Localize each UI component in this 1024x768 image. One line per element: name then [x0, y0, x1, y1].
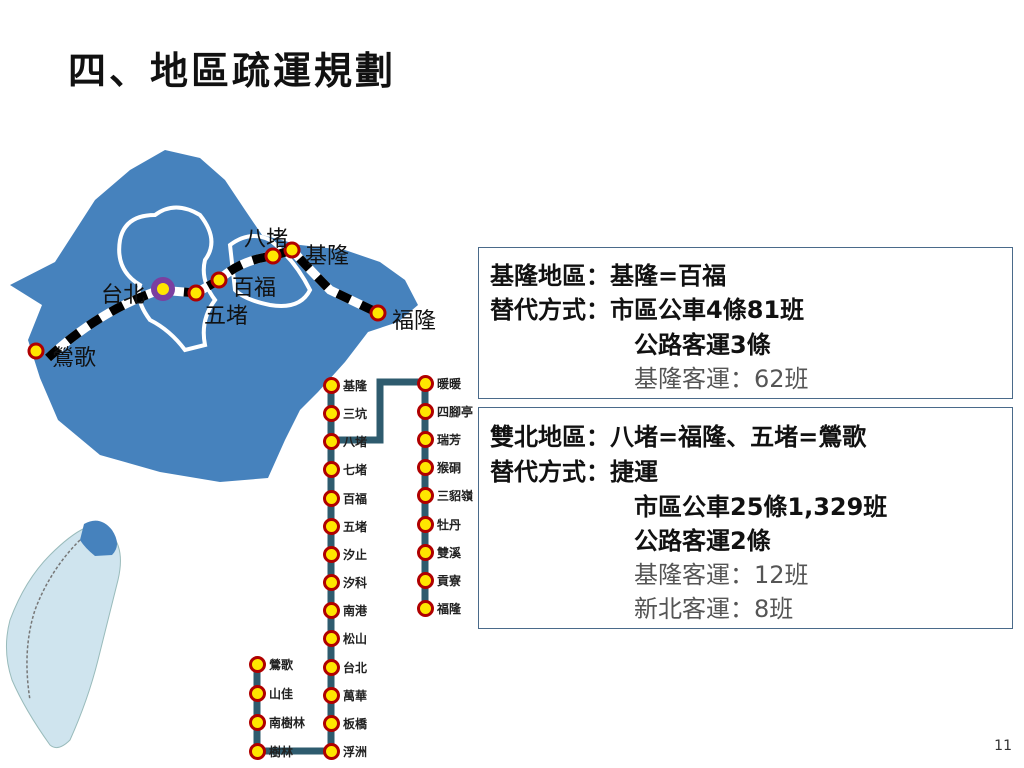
station-label: 南樹林	[269, 716, 306, 730]
station-dot	[417, 599, 434, 617]
station-dot	[323, 630, 340, 648]
station-label: 山佳	[269, 687, 294, 701]
station-badu	[264, 247, 282, 265]
station-dot	[323, 574, 340, 592]
station-label: 八堵	[343, 435, 368, 450]
station-dot	[323, 714, 340, 732]
station-dot	[249, 714, 266, 731]
station-label: 百福	[343, 491, 368, 506]
station-label: 五堵	[343, 519, 368, 534]
station-dot	[323, 686, 340, 704]
keelung-info-box: 基隆地區：基隆=百福 替代方式：市區公車4條81班 公路客運3條 基隆客運：62…	[478, 247, 1013, 399]
station-dot	[323, 545, 340, 563]
map-label-keelung: 基隆	[305, 244, 350, 269]
box2-line3: 市區公車25條1,329班	[634, 493, 888, 521]
station-label: 南港	[343, 604, 368, 619]
station-dot	[417, 487, 434, 505]
station-dot	[323, 658, 340, 676]
station-label: 汐止	[343, 547, 368, 562]
station-label: 樹林	[269, 745, 294, 759]
station-dot	[323, 461, 340, 479]
station-yingge	[27, 342, 45, 360]
station-label: 三坑	[343, 407, 368, 422]
station-dot	[417, 515, 434, 533]
box1-line1: 基隆地區：基隆=百福	[490, 262, 727, 290]
station-dot	[323, 742, 340, 760]
keelung-boundary	[227, 234, 313, 308]
box2-line1: 雙北地區：八堵=福隆、五堵=鶯歌	[490, 423, 867, 451]
station-dot	[323, 405, 340, 423]
station-label: 萬華	[343, 688, 368, 703]
station-label: 七堵	[343, 463, 368, 478]
page-title: 四、地區疏運規劃	[68, 49, 397, 93]
box2-line5: 基隆客運：12班	[634, 561, 809, 589]
station-dot	[417, 431, 434, 449]
station-wudu	[187, 284, 205, 302]
box2-line4: 公路客運2條	[634, 527, 771, 555]
station-dot	[323, 433, 340, 451]
map-label-fulong: 福隆	[392, 309, 437, 334]
station-label: 猴硐	[437, 461, 462, 476]
station-dot	[417, 459, 434, 477]
map-label-yingge: 鶯歌	[52, 346, 97, 371]
rail-diagram-tracks	[253, 378, 429, 755]
box2-line6: 新北客運：8班	[634, 595, 794, 623]
box1-line2: 替代方式：市區公車4條81班	[490, 296, 805, 324]
station-dot	[417, 571, 434, 589]
region-map	[6, 150, 429, 755]
box2-line2: 替代方式：捷運	[490, 458, 658, 486]
map-label-taipei: 台北	[101, 283, 146, 308]
map-label-badu: 八堵	[244, 227, 289, 252]
station-label: 板橋	[343, 716, 368, 731]
station-label: 牡丹	[437, 517, 462, 532]
station-label: 汐科	[343, 576, 368, 591]
station-label: 台北	[343, 660, 368, 675]
taiwan-inset	[6, 524, 121, 749]
station-label: 基隆	[343, 379, 368, 393]
map-stations	[27, 241, 387, 360]
station-fulong	[369, 304, 387, 322]
station-label: 福隆	[437, 601, 462, 616]
station-dot	[249, 743, 266, 760]
station-dot	[323, 489, 340, 507]
station-label: 鶯歌	[269, 658, 294, 672]
station-taipei	[151, 277, 175, 301]
taipei-info-box: 雙北地區：八堵=福隆、五堵=鶯歌 替代方式：捷運 市區公車25條1,329班 公…	[478, 407, 1013, 629]
station-baifu	[210, 271, 228, 289]
station-dot	[323, 602, 340, 620]
station-label: 松山	[343, 632, 368, 647]
station-label: 暖暖	[437, 377, 462, 391]
station-dot	[323, 377, 340, 394]
station-dot	[249, 685, 266, 702]
station-label: 四腳亭	[437, 405, 474, 420]
station-keelung	[283, 241, 301, 259]
map-label-wudu: 五堵	[204, 304, 249, 329]
station-dot	[417, 543, 434, 561]
station-label: 瑞芳	[437, 433, 462, 448]
region-shape	[10, 150, 418, 482]
station-dot	[417, 403, 434, 421]
station-dot	[323, 517, 340, 535]
page-number: 11	[994, 738, 1012, 754]
map-label-baifu: 百福	[232, 276, 277, 301]
station-label: 雙溪	[437, 545, 462, 560]
box1-line4: 基隆客運：62班	[634, 365, 809, 393]
station-label: 貢寮	[437, 573, 462, 588]
new-taipei-highlight	[80, 520, 117, 556]
box1-line3: 公路客運3條	[634, 331, 771, 359]
station-dot	[417, 375, 434, 392]
station-label: 三貂嶺	[437, 489, 474, 504]
station-dot	[249, 656, 266, 673]
station-label: 浮洲	[343, 744, 368, 759]
